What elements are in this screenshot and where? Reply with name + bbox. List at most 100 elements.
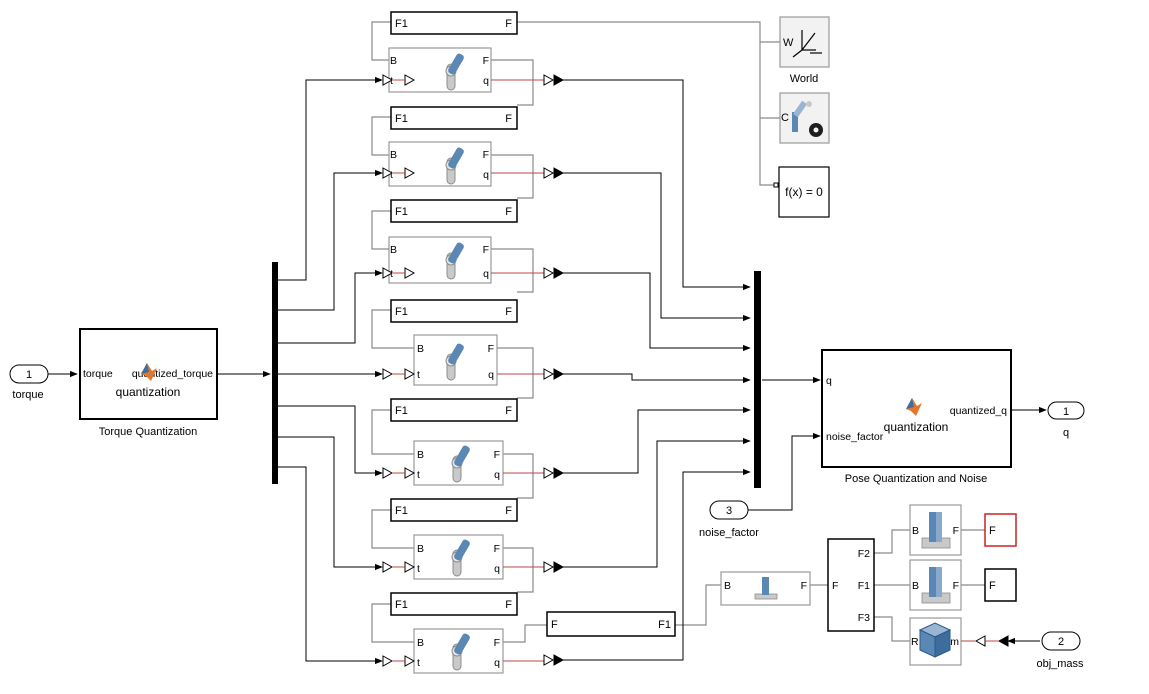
inport-torque-number: 1: [26, 369, 32, 381]
joint-7-base-port: B: [417, 637, 424, 649]
frame-block-3-left-port: F1: [395, 206, 408, 218]
revolute-joint-3[interactable]: B F t q: [388, 236, 492, 284]
revolute-joint-7[interactable]: B F t q: [413, 628, 504, 674]
frame-block-3[interactable]: F1 F: [390, 199, 518, 223]
revolute-joint-1[interactable]: B F t q: [388, 47, 492, 93]
joint-7-follower-port: F: [494, 637, 500, 649]
solver-configuration-block[interactable]: f(x) = 0: [773, 166, 830, 218]
inport-torque[interactable]: 1 torque: [9, 364, 49, 401]
frame-block-6-left-port: F1: [395, 505, 408, 517]
frame-block-5-right-port: F: [505, 405, 512, 417]
split-output-port-3: F3: [858, 612, 870, 624]
weld-joint-block[interactable]: B F: [720, 571, 811, 606]
revolute-joint-icon: [451, 445, 470, 483]
terminator-1-label: F: [989, 525, 996, 537]
mux-block[interactable]: [754, 271, 761, 488]
world-frame-block[interactable]: W World: [779, 16, 830, 85]
joint-5-torque-port: t: [417, 469, 420, 481]
frame-block-1-left-port: F1: [395, 18, 408, 30]
joint-5-base-port: B: [417, 449, 424, 461]
mechanism-configuration-block[interactable]: C: [779, 92, 830, 144]
joint-5-follower-port: F: [494, 449, 500, 461]
split-input-port: F: [832, 580, 838, 592]
joint-6-position-port: q: [494, 563, 500, 575]
frame-split-block[interactable]: F F2 F1 F3: [827, 538, 875, 632]
joint-6-torque-port: t: [417, 563, 420, 575]
outport-q-label: q: [1063, 427, 1069, 439]
joint-4-base-port: B: [417, 343, 424, 355]
revolute-joint-icon: [445, 343, 464, 381]
revolute-joint-2[interactable]: B F t q: [388, 141, 492, 187]
outport-q-number: 1: [1063, 406, 1069, 418]
pose-quantization-block[interactable]: q noise_factor quantized_q quantization …: [821, 349, 1012, 485]
joint-3-torque-port: t: [390, 268, 393, 280]
frame-block-6[interactable]: F1 F: [390, 498, 518, 522]
position-output-links: [491, 79, 544, 662]
frame-block-4[interactable]: F1 F: [390, 299, 518, 323]
pose-quantization-output-port: quantized_q: [950, 405, 1007, 417]
terminator-2[interactable]: F: [984, 568, 1017, 602]
frame-block-1-right-port: F: [505, 18, 512, 30]
inport-obj-mass-label: obj_mass: [1036, 658, 1084, 670]
pose-quantization-function-name: quantization: [884, 420, 949, 434]
solver-configuration-text: f(x) = 0: [785, 185, 823, 199]
joint-3-base-port: B: [390, 244, 397, 256]
joint-2-base-port: B: [390, 149, 397, 161]
revolute-joint-4[interactable]: B F t q: [413, 334, 498, 386]
revolute-joint-6[interactable]: B F t q: [413, 534, 504, 580]
joint-2-torque-port: t: [390, 169, 393, 181]
joint-5-position-port: q: [494, 469, 500, 481]
joint-1-base-port: B: [390, 55, 397, 67]
solid-block-icon: [921, 512, 951, 549]
finger-1-left-port: B: [912, 525, 919, 537]
inport-torque-label: torque: [12, 389, 43, 401]
pose-quantization-q-port: q: [826, 375, 832, 387]
joint-4-follower-port: F: [488, 343, 494, 355]
demux-block[interactable]: [272, 262, 278, 484]
matlab-function-icon: [906, 398, 922, 416]
inport-noise-factor-number: 3: [726, 505, 732, 517]
joint-7-position-port: q: [494, 657, 500, 669]
joint-4-position-port: q: [488, 369, 494, 381]
frame-block-2[interactable]: F1 F: [390, 106, 518, 130]
finger-2-left-port: B: [912, 580, 919, 592]
finger-1-right-port: F: [953, 525, 959, 537]
position-converter-symbols: [543, 74, 565, 666]
joint-3-position-port: q: [483, 268, 489, 280]
finger-solid-2[interactable]: B F: [909, 559, 962, 611]
torque-quantization-input-port: torque: [83, 368, 113, 380]
joint-3-follower-port: F: [483, 244, 489, 256]
robot-arm-icon: [792, 100, 812, 132]
joint-1-position-port: q: [483, 75, 489, 87]
frame-block-7[interactable]: F1 F: [390, 592, 518, 616]
inport-obj-mass[interactable]: 2 obj_mass: [1036, 631, 1084, 670]
revolute-joint-icon: [451, 539, 470, 577]
pose-quantization-noise-port: noise_factor: [826, 431, 884, 443]
physical-connection-lines: [371, 21, 985, 643]
mass-left-port: R: [911, 636, 919, 648]
frame-block-1[interactable]: F1 F: [390, 11, 518, 35]
frame-block-5[interactable]: F1 F: [390, 398, 518, 422]
frame-block-7-left-port: F1: [395, 599, 408, 611]
gripper-frame-block[interactable]: F F1: [546, 611, 676, 637]
weld-base-port: B: [724, 580, 731, 592]
mass-right-port: m: [950, 636, 959, 648]
joint-7-torque-port: t: [417, 657, 420, 669]
inport-noise-factor[interactable]: 3 noise_factor: [699, 500, 759, 539]
torque-quantization-block[interactable]: torque quantized_torque quantization Tor…: [79, 328, 218, 438]
terminator-1[interactable]: F: [984, 513, 1017, 547]
finger-solid-1[interactable]: B F: [909, 504, 962, 556]
frame-block-5-left-port: F1: [395, 405, 408, 417]
torque-converter-symbols: [382, 74, 416, 667]
gripper-frame-right-port: F1: [658, 619, 671, 631]
variable-mass-block[interactable]: R m: [909, 617, 962, 666]
config-port-letter: C: [781, 112, 789, 124]
outport-q[interactable]: 1 q: [1047, 401, 1085, 439]
mass-cube-icon: [918, 622, 952, 658]
revolute-joint-5[interactable]: B F t q: [413, 440, 504, 486]
joint-4-torque-port: t: [417, 369, 420, 381]
frame-block-2-left-port: F1: [395, 113, 408, 125]
frame-block-7-right-port: F: [505, 599, 512, 611]
joint-2-follower-port: F: [483, 149, 489, 161]
